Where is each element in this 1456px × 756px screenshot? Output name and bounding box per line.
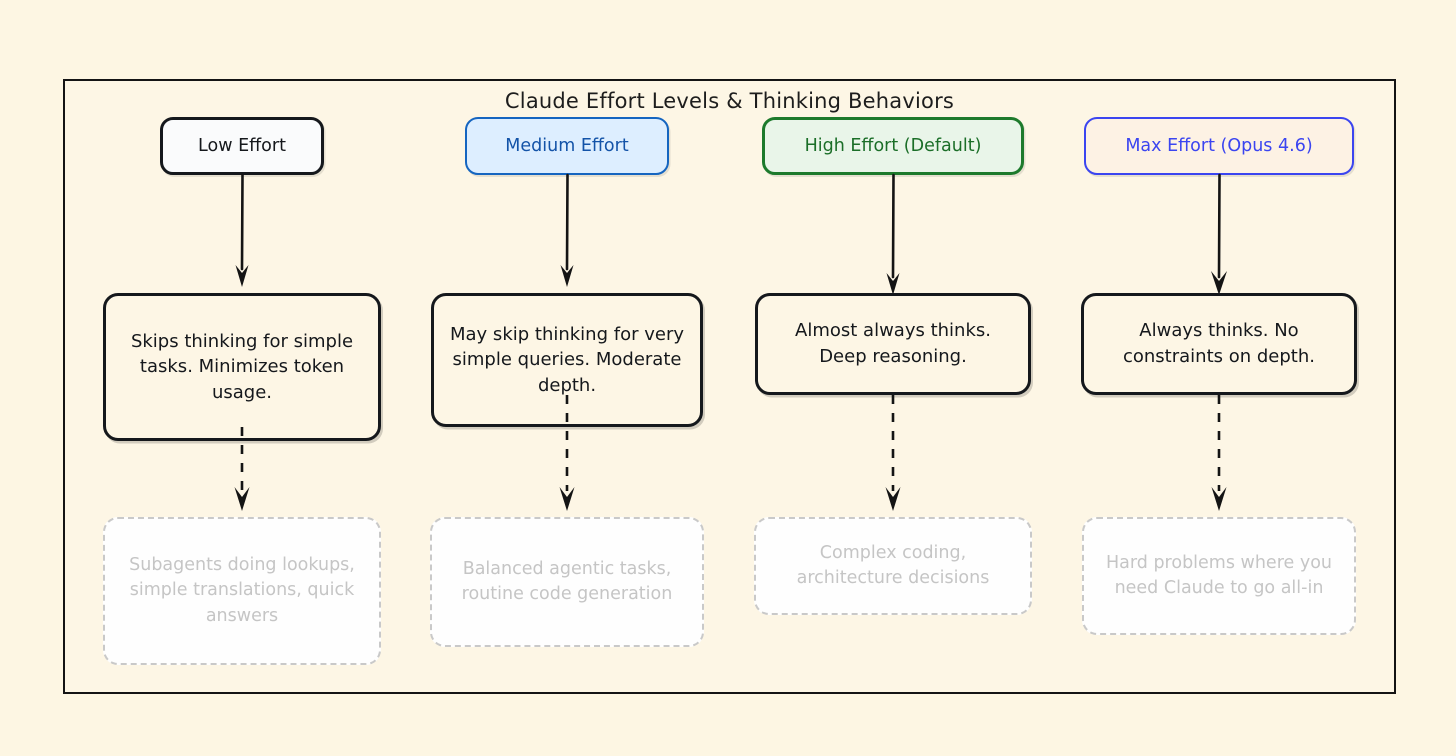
- effort-column-low: Low Effort Skips thinking for simple tas…: [87, 117, 397, 677]
- effort-header-low[interactable]: Low Effort: [160, 117, 324, 175]
- effort-example-medium: Balanced agentic tasks, routine code gen…: [430, 517, 704, 647]
- arrow-max-description-to-example: [1199, 393, 1239, 521]
- effort-example-medium-label: Balanced agentic tasks, routine code gen…: [461, 558, 673, 604]
- effort-header-high[interactable]: High Effort (Default): [762, 117, 1024, 175]
- effort-description-medium: May skip thinking for very simple querie…: [431, 293, 703, 427]
- effort-column-medium: Medium Effort May skip thinking for very…: [412, 117, 722, 677]
- effort-description-low-label: Skips thinking for simple tasks. Minimiz…: [130, 330, 354, 403]
- effort-description-high: Almost always thinks. Deep reasoning.: [755, 293, 1031, 395]
- effort-column-high: High Effort (Default) Almost always thin…: [738, 117, 1048, 677]
- effort-example-max: Hard problems where you need Claude to g…: [1082, 517, 1356, 635]
- effort-header-high-label: High Effort (Default): [804, 136, 982, 156]
- effort-header-medium[interactable]: Medium Effort: [465, 117, 669, 175]
- arrow-high-description-to-example: [873, 393, 913, 521]
- effort-header-low-label: Low Effort: [198, 136, 286, 156]
- effort-header-max[interactable]: Max Effort (Opus 4.6): [1084, 117, 1354, 175]
- page-title: Claude Effort Levels & Thinking Behavior…: [504, 89, 955, 113]
- effort-header-max-label: Max Effort (Opus 4.6): [1125, 136, 1313, 156]
- effort-header-medium-label: Medium Effort: [505, 136, 629, 156]
- effort-example-high: Complex coding, architecture decisions: [754, 517, 1032, 615]
- effort-description-high-label: Almost always thinks. Deep reasoning.: [795, 320, 991, 367]
- effort-description-low: Skips thinking for simple tasks. Minimiz…: [103, 293, 381, 441]
- arrow-low-header-to-description: [222, 173, 262, 297]
- effort-description-medium-label: May skip thinking for very simple querie…: [450, 323, 684, 396]
- arrow-max-header-to-description: [1199, 173, 1239, 297]
- effort-example-max-label: Hard problems where you need Claude to g…: [1106, 552, 1332, 598]
- effort-example-low-label: Subagents doing lookups, simple translat…: [129, 554, 355, 626]
- diagram-frame: Claude Effort Levels & Thinking Behavior…: [63, 79, 1396, 694]
- arrow-high-header-to-description: [873, 173, 913, 297]
- effort-example-high-label: Complex coding, architecture decisions: [796, 542, 990, 588]
- effort-column-max: Max Effort (Opus 4.6) Always thinks. No …: [1064, 117, 1374, 677]
- effort-description-max: Always thinks. No constraints on depth.: [1081, 293, 1357, 395]
- arrow-medium-header-to-description: [547, 173, 587, 297]
- effort-example-low: Subagents doing lookups, simple translat…: [103, 517, 381, 665]
- effort-description-max-label: Always thinks. No constraints on depth.: [1122, 320, 1315, 367]
